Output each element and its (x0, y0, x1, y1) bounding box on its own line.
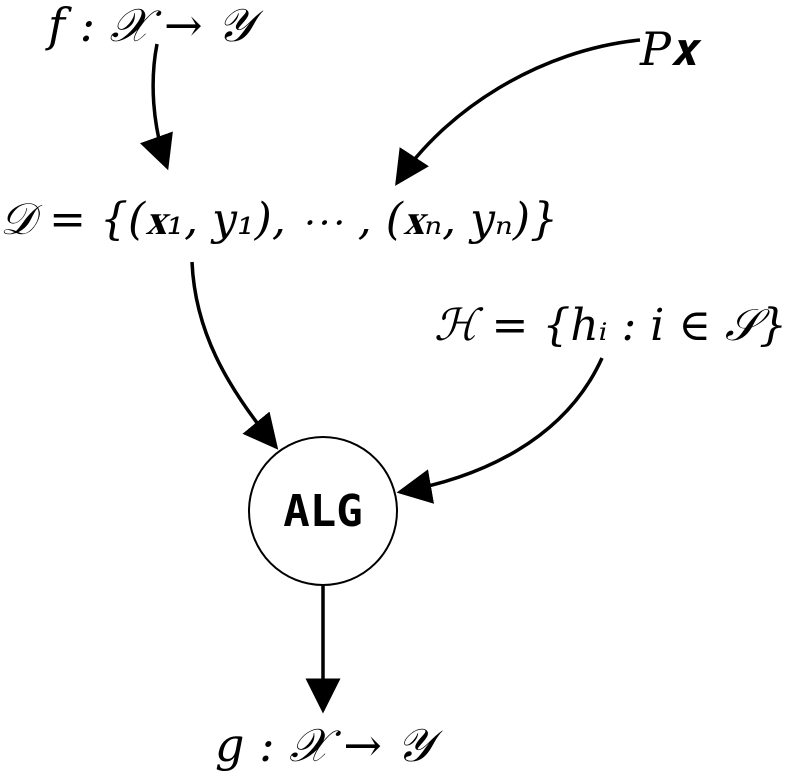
target-function-label: f : 𝒳 → 𝒴 (48, 0, 254, 52)
input-distribution-label: P𝐱 (640, 22, 697, 76)
arrow-hypothesis-to-algorithm (396, 357, 604, 504)
algorithm-node-circle (248, 436, 398, 586)
arrow-target-to-dataset (139, 43, 173, 171)
algorithm-label: ALG (283, 485, 363, 537)
hypothesis-set-label: ℋ = {hᵢ : i ∈ 𝒮} (434, 300, 787, 351)
arrow-distribution-to-dataset (395, 38, 641, 186)
final-hypothesis-label: g : 𝒳 → 𝒴 (215, 718, 433, 772)
dataset-label: 𝒟 = {(𝐱₁, y₁), ⋯ , (𝐱ₙ, yₙ)} (0, 194, 558, 245)
arrow-dataset-to-algorithm (190, 261, 279, 450)
